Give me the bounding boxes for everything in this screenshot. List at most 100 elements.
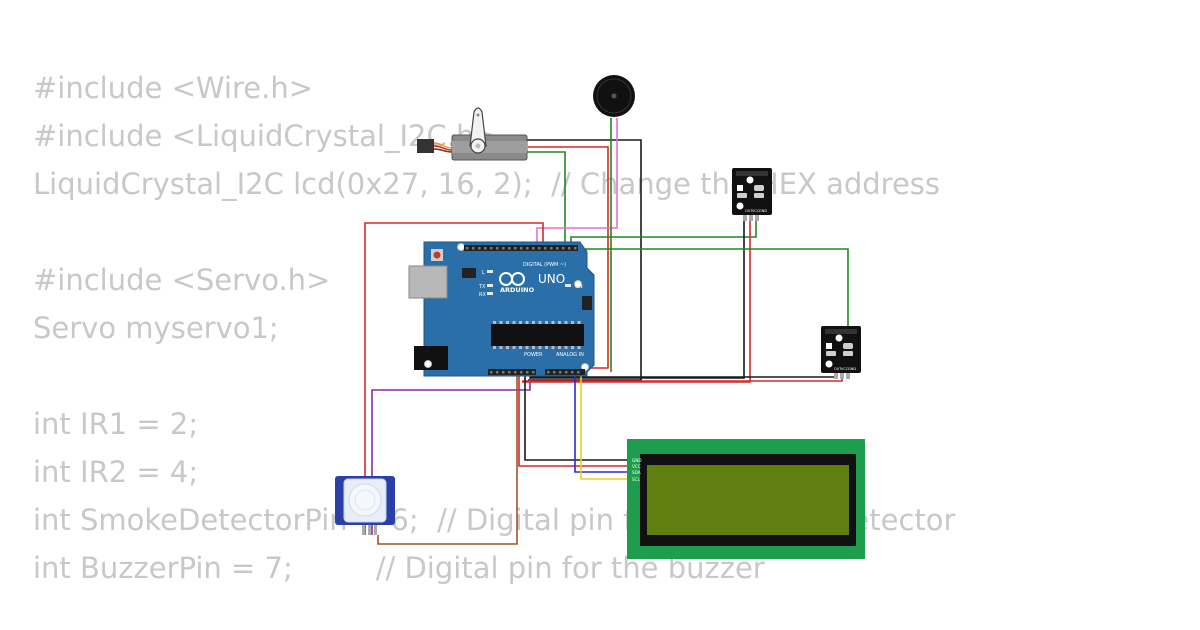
pin — [506, 321, 509, 324]
code-line-3: LiquidCrystal_I2C lcd(0x27, 16, 2); // C… — [33, 167, 941, 201]
wire-ir1-out[interactable] — [570, 215, 757, 245]
digital-header-label: DIGITAL (PWM ~) — [523, 262, 566, 268]
wire-buzzer-signal[interactable] — [536, 118, 618, 245]
code-line-9: int IR2 = 4; — [33, 455, 199, 489]
board-model-label: UNO — [538, 272, 565, 286]
wire-motion-gnd[interactable] — [377, 372, 518, 545]
wire-lcd-gnd[interactable] — [524, 372, 630, 461]
l-led — [487, 270, 493, 273]
pin — [559, 371, 562, 374]
ir1-pin-out-label: OUT — [745, 209, 753, 213]
pin — [538, 247, 541, 250]
pin — [519, 321, 522, 324]
wire-ir2-out[interactable] — [585, 248, 849, 373]
pin — [490, 371, 493, 374]
power-header — [488, 369, 536, 375]
pin — [558, 321, 561, 324]
pin — [512, 321, 516, 324]
ir-sensor-1[interactable]: OUT VCC GND — [732, 168, 772, 221]
on-led-label: ON — [575, 284, 583, 290]
lcd-pin-sda-label: SDA — [632, 470, 641, 475]
wire-lcd-vcc[interactable] — [518, 372, 630, 467]
usb-connector — [408, 265, 448, 299]
mounting-hole — [457, 243, 465, 251]
pin — [550, 247, 553, 250]
tx-led-label: TX — [478, 284, 486, 290]
pin — [506, 346, 509, 349]
wire-servo-signal[interactable] — [525, 151, 566, 245]
lcd-screen — [647, 465, 849, 535]
mounting-hole — [424, 360, 432, 368]
pin — [466, 247, 469, 250]
wire-ir1-gnd[interactable] — [530, 215, 745, 379]
pin — [556, 247, 559, 250]
icsp-header-2 — [462, 268, 476, 278]
lcd-pin-vcc-label: VCC — [632, 464, 641, 469]
rx-led — [487, 292, 493, 295]
analog-header-label: ANALOG IN — [556, 352, 584, 358]
pin — [514, 247, 517, 250]
pin — [571, 346, 574, 349]
pin — [538, 346, 542, 349]
pin — [571, 321, 574, 324]
wire-lcd-scl[interactable] — [580, 372, 630, 480]
pin — [577, 371, 580, 374]
pin — [558, 346, 561, 349]
pin — [502, 247, 505, 250]
pin — [562, 247, 565, 250]
ir1-pin-gnd-label: GND — [759, 209, 767, 213]
code-line-11: int BuzzerPin = 7; // Digital pin for th… — [33, 551, 765, 585]
pin — [490, 247, 493, 250]
pin — [532, 321, 535, 324]
pin — [493, 346, 496, 349]
pin — [532, 371, 535, 374]
pin — [525, 346, 529, 349]
pin — [532, 346, 535, 349]
power-header-label: POWER — [524, 352, 543, 358]
board-brand-label: ARDUINO — [500, 286, 535, 294]
ir-sensor-2[interactable]: OUT VCC GND — [821, 326, 861, 379]
lcd-display[interactable]: GND VCC SDA SCL — [627, 439, 865, 559]
pin — [499, 346, 503, 349]
piezo-buzzer[interactable] — [593, 75, 635, 117]
pin — [512, 346, 516, 349]
wire-ir1-vcc[interactable] — [522, 215, 751, 383]
lcd-pin-scl-label: SCL — [632, 477, 641, 482]
pin — [565, 371, 568, 374]
pin — [547, 371, 550, 374]
code-line-1: #include <Wire.h> — [33, 71, 314, 105]
pin — [499, 321, 503, 324]
pin — [564, 321, 568, 324]
ir2-pin-vcc-label: VCC — [841, 367, 849, 371]
pin — [484, 247, 487, 250]
pin — [493, 321, 496, 324]
on-led — [565, 284, 571, 287]
ir2-pin-gnd-label: GND — [848, 367, 856, 371]
mounting-hole — [574, 280, 582, 288]
wire-servo-gnd[interactable] — [527, 139, 642, 381]
servo-motor[interactable] — [417, 107, 528, 161]
ir1-pin-vcc-label: VCC — [752, 209, 760, 213]
pin — [551, 321, 555, 324]
pin — [519, 346, 522, 349]
pin — [574, 247, 577, 250]
pin — [478, 247, 481, 250]
pin — [544, 247, 547, 250]
l-led-label: L — [482, 270, 485, 276]
servo-horn — [469, 107, 487, 147]
pin — [526, 247, 529, 250]
pir-motion-sensor[interactable] — [335, 476, 395, 535]
pin — [551, 346, 555, 349]
wire-motion-vcc[interactable] — [364, 222, 544, 535]
ir2-pin-out-label: OUT — [834, 367, 842, 371]
wire-lcd-sda[interactable] — [574, 372, 630, 473]
pin — [520, 371, 523, 374]
code-line-5: #include <Servo.h> — [33, 263, 331, 297]
code-line-8: int IR1 = 2; — [33, 407, 199, 441]
atmega-chip — [491, 324, 584, 346]
pin — [520, 247, 523, 250]
wire-motion-out[interactable] — [371, 372, 531, 535]
arduino-uno-board[interactable]: UNO ARDUINO DIGITAL (PWM ~) POWER ANALOG… — [408, 241, 595, 377]
pin — [496, 371, 499, 374]
